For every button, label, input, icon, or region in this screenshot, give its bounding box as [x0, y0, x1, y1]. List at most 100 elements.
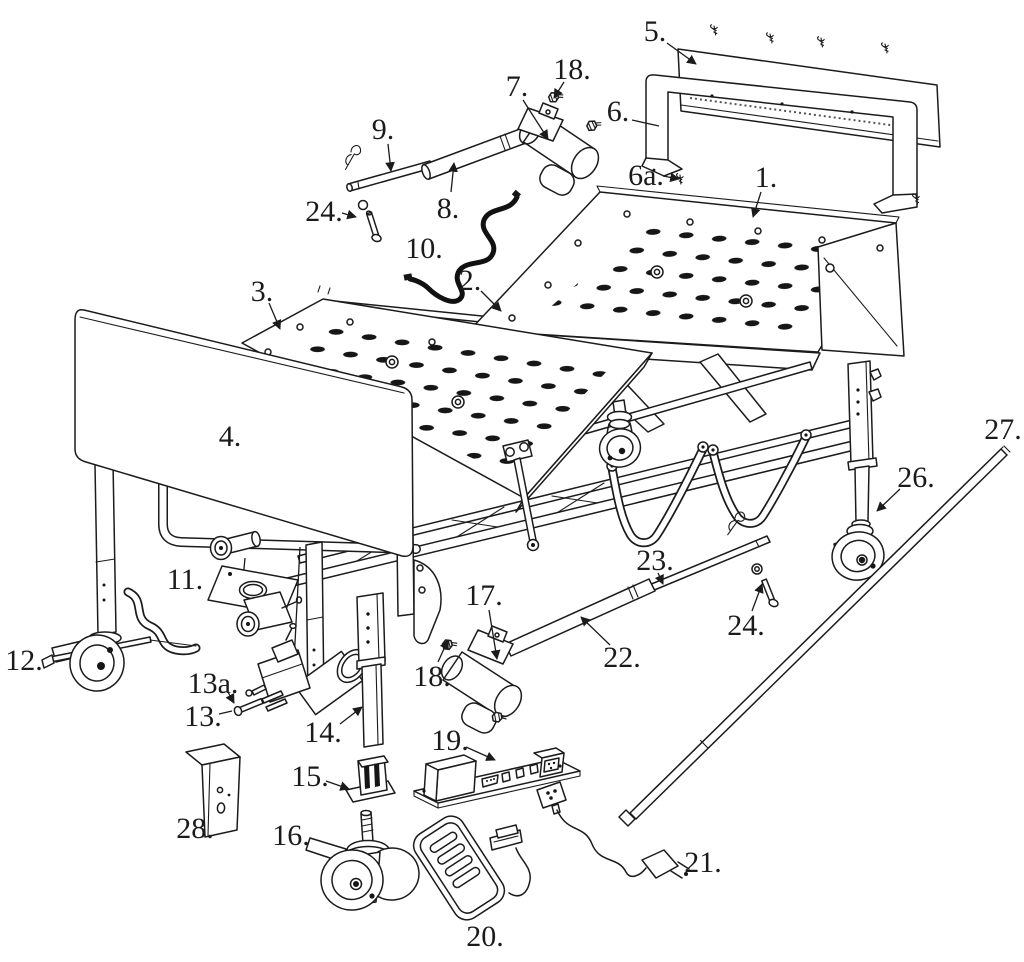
callout-6a-leader: [662, 172, 680, 183]
callout-1-leader: [751, 191, 762, 218]
callout-14: 14.: [304, 706, 363, 749]
coiled-cable: [407, 194, 520, 304]
coiled-cable-group: [403, 189, 521, 304]
callout-13: 13.: [184, 700, 233, 733]
callout-24-bottom-leader: [751, 583, 764, 612]
callout-24-top: 24.: [305, 195, 357, 228]
callout-27-label: 27.: [984, 413, 1022, 446]
callout-8-label: 8.: [437, 192, 460, 225]
callout-18-top: 18.: [553, 53, 591, 99]
callout-20-label: 20.: [466, 920, 504, 953]
callout-9: 9.: [372, 113, 395, 172]
callout-18-top-leader: [553, 81, 565, 99]
push-handle: [609, 446, 706, 546]
callout-18-top-label: 18.: [553, 53, 591, 86]
left-leg: [94, 461, 117, 636]
bed-frame-group: [94, 185, 905, 703]
callout-5-leader: [666, 42, 697, 65]
callout-20: 20.: [466, 920, 504, 953]
callout-22: 22.: [580, 616, 641, 674]
callout-23-label: 23.: [636, 544, 674, 577]
callout-11-label: 11.: [167, 563, 203, 596]
clevis-pin-13: [238, 697, 264, 714]
callout-5: 5.: [644, 15, 697, 65]
callout-18-bottom: 18.: [413, 639, 451, 693]
caster-12-group: [41, 587, 201, 692]
pendant-button: [444, 855, 473, 877]
glide-15: [345, 755, 396, 803]
pendant-button: [452, 866, 481, 889]
callout-10-label: 10.: [405, 232, 443, 265]
callout-4-label: 4.: [219, 420, 242, 453]
callout-18-bottom-label: 18.: [413, 660, 451, 693]
pendant-button: [429, 831, 458, 854]
callout-7: 7.: [506, 70, 549, 140]
callout-28: 28.: [176, 812, 214, 845]
callout-13a-label: 13a.: [188, 667, 239, 700]
callout-layer: 5.18.7.6.9.6a.1.24.8.10.2.3.4.11.17.23.2…: [5, 15, 1022, 953]
screw-icon: [764, 32, 775, 44]
callout-26-label: 26.: [897, 461, 935, 494]
actuator-tube: [422, 125, 535, 180]
right-leg: [847, 360, 882, 524]
caster-16: [305, 809, 420, 911]
callout-16-label: 16.: [272, 819, 310, 852]
wall-plug: [641, 849, 679, 879]
drive-motor-13-group: [233, 622, 368, 717]
callout-9-leader: [385, 143, 395, 172]
callout-6-label: 6.: [607, 95, 630, 128]
callout-27: 27.: [984, 413, 1022, 446]
caster-26: [831, 519, 885, 581]
callout-21: 21.: [684, 846, 722, 879]
clevis-pin: [365, 211, 380, 237]
callout-21-label: 21.: [684, 846, 722, 879]
hand-pendant-20: [412, 815, 531, 921]
callout-15-leader: [325, 780, 350, 791]
callout-17-label: 17.: [465, 579, 503, 612]
callout-24-bottom-label: 24.: [727, 609, 765, 642]
callout-2-label: 2.: [459, 264, 482, 297]
callout-6a-label: 6a.: [628, 159, 664, 192]
power-cord-21: [536, 781, 690, 879]
callout-13-leader: [218, 710, 233, 715]
callout-15: 15.: [291, 760, 350, 793]
callout-3-leader: [268, 302, 282, 330]
screw-icon: [708, 24, 719, 36]
callout-5-label: 5.: [644, 15, 667, 48]
callout-2-leader: [480, 290, 502, 312]
callout-19: 19.: [431, 724, 496, 761]
callout-17-leader: [488, 609, 501, 660]
callout-23-leader: [654, 572, 664, 585]
callout-26: 26.: [876, 461, 935, 512]
callout-22-leader: [580, 616, 611, 646]
r-clip-icon: [344, 143, 362, 172]
callout-23: 23.: [636, 544, 674, 585]
callout-2: 2.: [459, 264, 502, 312]
callout-3-label: 3.: [251, 275, 274, 308]
callout-1: 1.: [751, 161, 777, 218]
callout-24-bottom: 24.: [727, 583, 765, 642]
center-caster: [598, 399, 642, 468]
callout-14-label: 14.: [304, 716, 342, 749]
bolt-icon: [584, 116, 604, 133]
callout-7-leader: [522, 99, 549, 140]
rod-27: [618, 445, 1011, 827]
clevis-pin: [760, 578, 776, 602]
bracket-28: [185, 743, 241, 838]
callout-10: 10.: [405, 232, 443, 265]
callout-16: 16.: [272, 819, 310, 852]
callout-12-label: 12.: [5, 644, 43, 677]
callout-6-leader: [631, 119, 660, 127]
headboard-group: [641, 24, 941, 214]
control-box-19: [413, 747, 581, 809]
roller-assembly-11: [207, 530, 303, 682]
callout-3: 3.: [251, 275, 282, 330]
callout-6: 6.: [607, 95, 660, 128]
callout-17: 17.: [465, 579, 503, 660]
callout-24-top-label: 24.: [305, 195, 343, 228]
footboard-panel: [74, 308, 414, 558]
callout-28-label: 28.: [176, 812, 214, 845]
callout-8-leader: [448, 162, 458, 193]
